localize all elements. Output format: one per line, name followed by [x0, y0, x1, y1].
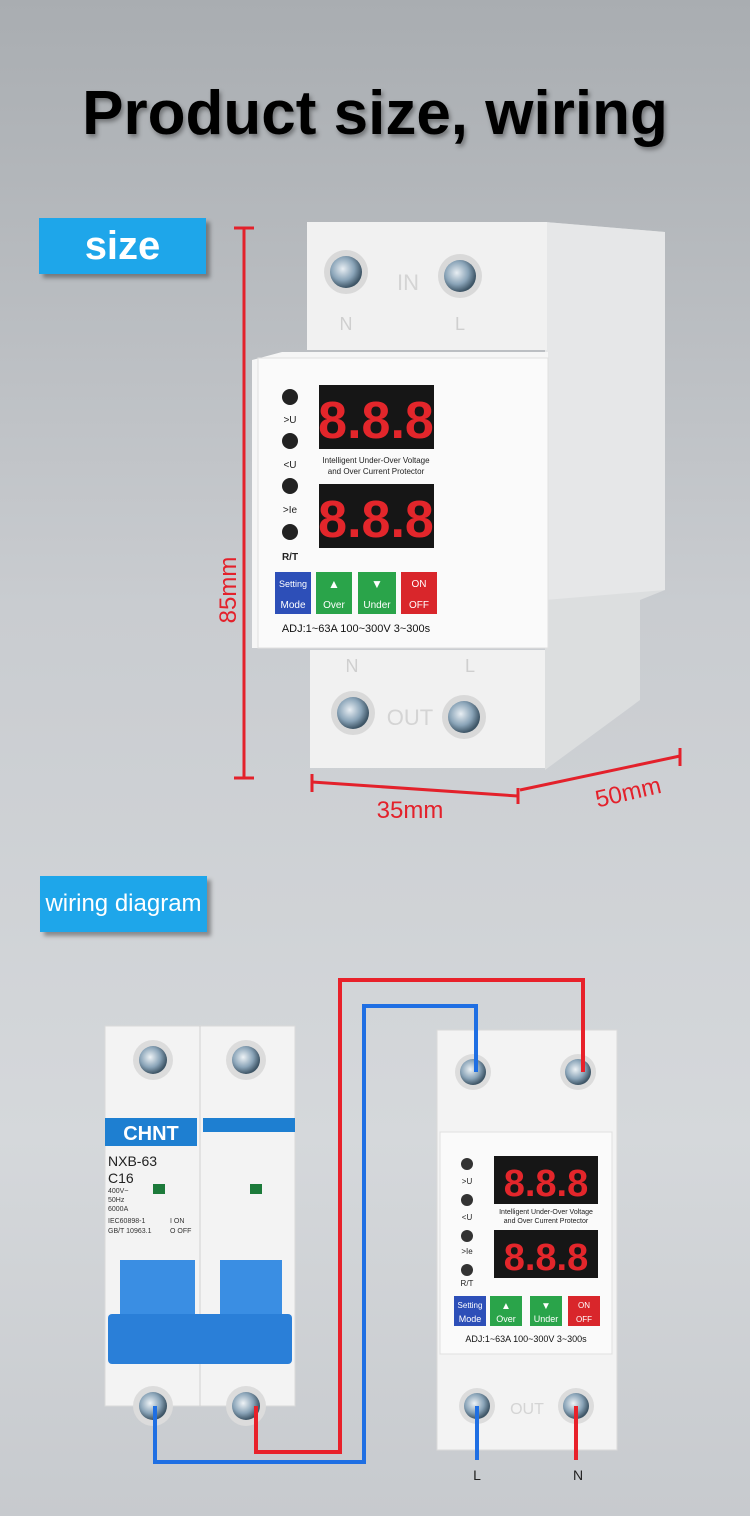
svg-text:8.8.8: 8.8.8: [318, 491, 434, 549]
svg-text:Over: Over: [323, 600, 345, 611]
device-spec: ADJ:1~63A 100~300V 3~300s: [282, 623, 431, 635]
svg-text:▲: ▲: [501, 1301, 511, 1312]
screw-icon: [460, 1059, 486, 1085]
screw-icon: [448, 701, 480, 733]
under-button[interactable]: ▼ Under: [358, 572, 396, 614]
svg-text:Over: Over: [496, 1314, 516, 1324]
svg-text:Setting: Setting: [458, 1301, 483, 1310]
voltage-protector: >U <U >Ie R/T 8.8.8 Intelligent Under-Ov…: [436, 1029, 618, 1451]
breaker-brand: CHNT: [123, 1123, 179, 1145]
page-title: Product size, wiring: [82, 79, 668, 148]
svg-text:ADJ:1~63A 100~300V 3~300s: ADJ:1~63A 100~300V 3~300s: [465, 1334, 587, 1344]
svg-text:Intelligent Under-Over Voltage: Intelligent Under-Over Voltage: [499, 1209, 593, 1216]
size-tag: size: [39, 218, 206, 274]
screw-icon: [444, 260, 476, 292]
svg-text:and Over Current Protector: and Over Current Protector: [504, 1218, 589, 1225]
over-button[interactable]: ▲ Over: [316, 572, 352, 614]
setting-mode-button[interactable]: Setting Mode: [275, 572, 311, 614]
svg-text:▼: ▼: [541, 1301, 551, 1312]
svg-text:Mode: Mode: [280, 600, 305, 611]
svg-text:>Ie: >Ie: [461, 1247, 473, 1256]
bottom-l-label: L: [465, 656, 475, 676]
top-n-label: N: [340, 314, 353, 334]
svg-text:>U: >U: [462, 1177, 473, 1186]
breaker-toggle[interactable]: [108, 1314, 292, 1364]
svg-text:OFF: OFF: [576, 1315, 592, 1324]
svg-text:Setting: Setting: [279, 579, 307, 589]
screw-icon: [330, 256, 362, 288]
svg-text:8.8.8: 8.8.8: [504, 1237, 589, 1279]
screw-icon: [337, 697, 369, 729]
svg-text:R/T: R/T: [282, 552, 298, 563]
terminal-in-label: IN: [397, 270, 419, 295]
device-description-1: Intelligent Under-Over Voltage: [322, 456, 430, 465]
on-off-button[interactable]: ON OFF: [401, 572, 437, 614]
indicator-column: >U <U >Ie R/T: [282, 389, 298, 563]
svg-text:<U: <U: [462, 1213, 473, 1222]
bottom-n-label: N: [346, 656, 359, 676]
svg-text:O OFF: O OFF: [170, 1228, 191, 1235]
screw-icon: [139, 1046, 167, 1074]
svg-text:>U: >U: [283, 415, 296, 426]
display-bottom: [319, 484, 434, 548]
svg-text:50Hz: 50Hz: [108, 1197, 125, 1204]
svg-text:I ON: I ON: [170, 1218, 184, 1225]
wire-label-l: L: [473, 1467, 481, 1483]
svg-text:<U: <U: [283, 460, 296, 471]
svg-text:Under: Under: [534, 1314, 559, 1324]
svg-text:6000A: 6000A: [108, 1206, 129, 1213]
svg-text:400V~: 400V~: [108, 1188, 128, 1195]
screw-icon: [565, 1059, 591, 1085]
wiring-diagram-tag: wiring diagram: [40, 876, 207, 932]
svg-text:Mode: Mode: [459, 1314, 482, 1324]
svg-text:>Ie: >Ie: [283, 505, 298, 516]
depth-dimension: 50mm: [593, 772, 664, 813]
size-illustration: IN N L OUT N L >U <U >Ie R/T 8.8.8 Intel…: [215, 222, 682, 824]
wiring-lines: [153, 978, 585, 1464]
svg-text:Under: Under: [363, 600, 391, 611]
svg-text:R/T: R/T: [461, 1279, 474, 1288]
wiring-illustration: CHNT NXB-63 C16 400V~ 50Hz 6000A IEC6089…: [104, 978, 618, 1483]
screw-icon: [232, 1046, 260, 1074]
svg-text:OUT: OUT: [510, 1401, 544, 1418]
svg-text:▼: ▼: [371, 577, 383, 591]
terminal-out-label: OUT: [387, 705, 433, 730]
circuit-breaker: CHNT NXB-63 C16 400V~ 50Hz 6000A IEC6089…: [104, 1025, 296, 1426]
top-l-label: L: [455, 314, 465, 334]
dimension-lines: [234, 226, 682, 804]
svg-text:ON: ON: [412, 579, 427, 590]
breaker-rating: C16: [108, 1170, 134, 1186]
svg-text:8.8.8: 8.8.8: [504, 1163, 589, 1205]
svg-text:▲: ▲: [328, 577, 340, 591]
width-dimension: 35mm: [377, 797, 444, 824]
screw-icon: [232, 1392, 260, 1420]
svg-text:8.8.8: 8.8.8: [318, 392, 434, 450]
wire-label-n: N: [573, 1467, 583, 1483]
svg-text:OFF: OFF: [409, 600, 429, 611]
display-top: [319, 385, 434, 449]
breaker-model: NXB-63: [108, 1153, 157, 1169]
svg-text:GB/T 10963.1: GB/T 10963.1: [108, 1228, 152, 1235]
device-description-2: and Over Current Protector: [328, 467, 425, 476]
height-dimension: 85mm: [215, 557, 242, 624]
svg-text:IEC60898-1: IEC60898-1: [108, 1218, 145, 1225]
svg-text:ON: ON: [578, 1301, 590, 1310]
